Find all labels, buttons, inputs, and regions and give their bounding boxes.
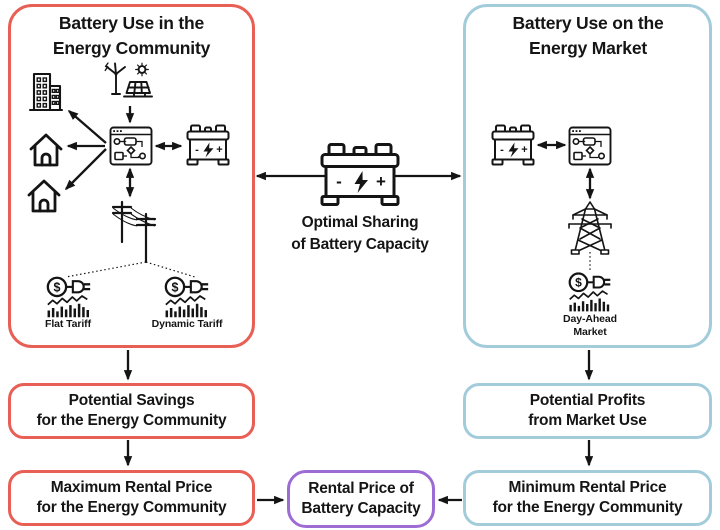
community-title-line1: Battery Use in the xyxy=(58,13,205,33)
battery-plus-sign: + xyxy=(521,144,527,156)
battery-icon: - + xyxy=(490,123,536,167)
dollar-sign: $ xyxy=(172,280,179,294)
day-ahead-market-icon: $ xyxy=(566,270,614,314)
community-panel-title: Battery Use in the Energy Community xyxy=(16,11,247,62)
market-title-line1: Battery Use on the xyxy=(512,13,664,33)
battery-minus-sign: - xyxy=(500,144,504,156)
day-ahead-label-line1: Day-Ahead xyxy=(563,313,617,325)
center-caption: Optimal Sharing of Battery Capacity xyxy=(260,212,460,255)
rental-line1: Rental Price of xyxy=(308,479,414,497)
profits-line1: Potential Profits xyxy=(529,391,646,409)
profits-line2: from Market Use xyxy=(528,412,647,429)
building-icon xyxy=(28,70,64,114)
savings-line2: for the Energy Community xyxy=(36,412,227,429)
rental-price-box: Rental Price of Battery Capacity xyxy=(287,470,435,528)
battery-minus-sign: - xyxy=(336,172,342,191)
power-pole-icon xyxy=(108,198,162,264)
min-rent-line1: Minimum Rental Price xyxy=(508,478,667,496)
flat-tariff-icon: $ xyxy=(44,274,94,320)
ems-controller-icon xyxy=(109,126,153,166)
potential-savings-box: Potential Savings for the Energy Communi… xyxy=(8,383,255,439)
house-icon xyxy=(26,128,66,170)
community-title-line2: Energy Community xyxy=(52,38,211,59)
center-caption-line2: of Battery Capacity xyxy=(291,235,429,253)
potential-profits-box: Potential Profits from Market Use xyxy=(463,383,712,439)
ems-controller-icon xyxy=(568,126,612,166)
minimum-rental-price-box: Minimum Rental Price for the Energy Comm… xyxy=(463,470,712,526)
dollar-sign: $ xyxy=(54,280,61,294)
renewables-icon xyxy=(102,62,154,108)
market-panel-title: Battery Use on the Energy Market xyxy=(473,11,703,62)
center-caption-line1: Optimal Sharing xyxy=(301,214,419,231)
battery-plus-sign: + xyxy=(216,144,222,156)
max-rent-line2: for the Energy Community xyxy=(36,499,227,516)
lightning-bolt-icon xyxy=(508,142,519,158)
battery-icon: - + xyxy=(185,123,231,167)
rental-line2: Battery Capacity xyxy=(301,500,421,517)
maximum-rental-price-box: Maximum Rental Price for the Energy Comm… xyxy=(8,470,255,526)
lightning-bolt-icon xyxy=(203,142,214,158)
min-rent-line2: for the Energy Community xyxy=(492,499,683,516)
dollar-sign: $ xyxy=(575,276,582,290)
house-icon xyxy=(24,174,64,216)
savings-line1: Potential Savings xyxy=(68,391,195,409)
battery-minus-sign: - xyxy=(195,144,199,156)
transmission-tower-icon xyxy=(566,200,614,256)
max-rent-line1: Maximum Rental Price xyxy=(50,478,213,496)
day-ahead-label-line2: Market xyxy=(573,326,607,339)
dynamic-tariff-label: Dynamic Tariff xyxy=(151,318,223,330)
lightning-bolt-icon xyxy=(354,171,368,193)
market-title-line2: Energy Market xyxy=(528,38,647,59)
battery-plus-sign: + xyxy=(376,172,386,191)
flat-tariff-label: Flat Tariff xyxy=(45,318,91,330)
dynamic-tariff-icon: $ xyxy=(162,274,212,320)
shared-battery-icon: - + xyxy=(318,142,402,208)
day-ahead-market-label: Day-Ahead Market xyxy=(545,313,635,339)
